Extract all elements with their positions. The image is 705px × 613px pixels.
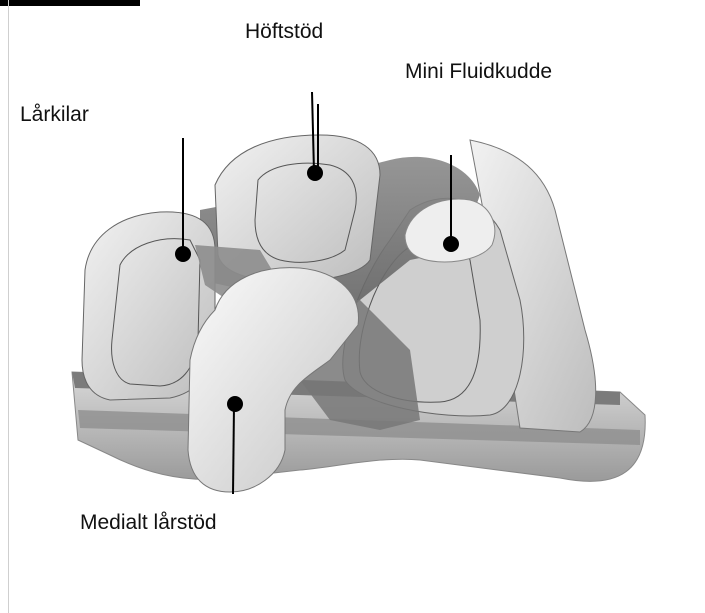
hip-support-label: Höftstöd: [245, 20, 323, 44]
marker-dot-thigh: [175, 246, 191, 262]
medial-thigh-support-label: Medialt lårstöd: [80, 511, 217, 535]
leader-line-medial: [233, 405, 234, 494]
marker-dot-hip: [307, 165, 323, 181]
thigh-wedges-label: Lårkilar: [20, 103, 89, 127]
mini-fluid-cushion-label: Mini Fluidkudde: [405, 60, 552, 84]
marker-dot-medial: [227, 396, 243, 412]
marker-dot-fluid: [443, 236, 459, 252]
